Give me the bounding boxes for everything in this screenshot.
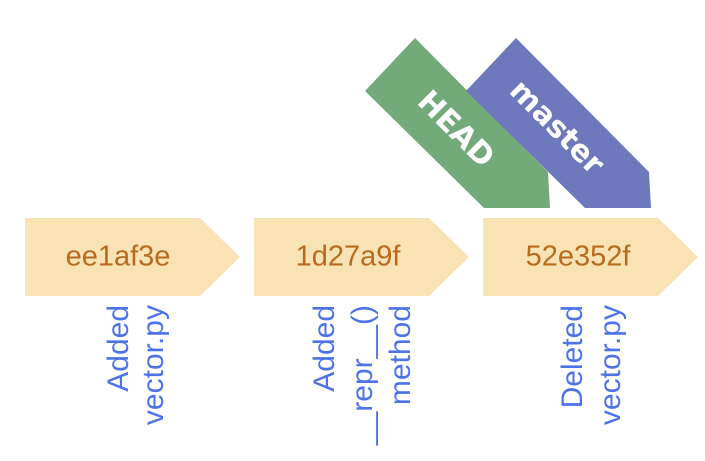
commit-box — [25, 218, 240, 296]
commit-message-line: vector.py — [137, 305, 170, 425]
commit-message-line: vector.py — [594, 305, 627, 425]
commit-id: 1d27a9f — [296, 241, 402, 273]
commit-message: Deleted vector.py — [556, 305, 627, 425]
commit-message-line: __repr__() — [346, 305, 379, 446]
commit-id: ee1af3e — [66, 241, 171, 273]
commit-message: Added __repr__() method — [308, 305, 417, 446]
commit-message-line: method — [384, 305, 417, 405]
commit-message-line: Deleted — [556, 305, 589, 408]
commit-node: ee1af3e — [25, 218, 240, 296]
commit-id: 52e352f — [526, 241, 632, 273]
commit-message-line: Added — [308, 305, 341, 392]
ref-master-arrow — [465, 38, 651, 208]
commit-node: 1d27a9f — [254, 218, 469, 296]
commit-message-line: Added — [102, 305, 135, 392]
commit-message: Added vector.py — [102, 305, 170, 425]
commit-node: 52e352f — [483, 218, 698, 296]
commit-box — [254, 218, 469, 296]
commit-box — [483, 218, 698, 296]
ref-head-arrow — [364, 38, 550, 208]
